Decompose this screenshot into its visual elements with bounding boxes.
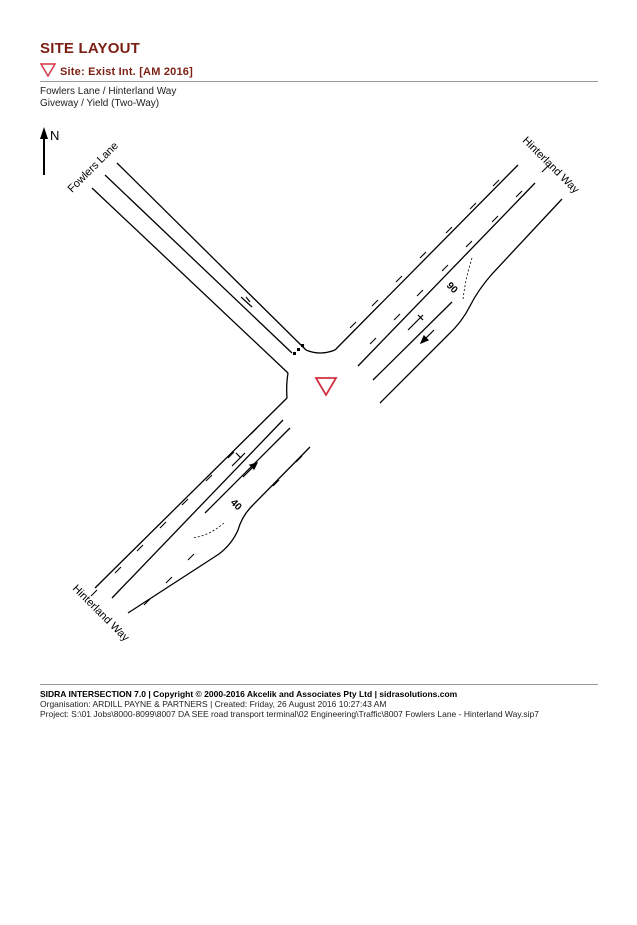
sw-lane-arrow-icon — [231, 452, 246, 467]
intersection-name: Fowlers Lane / Hinterland Way — [40, 86, 177, 97]
ne-short-lane-arrow-icon — [419, 329, 435, 345]
hinterland-way-ne-label: Hinterland Way — [520, 135, 582, 197]
ne-short-lane-taper — [462, 257, 473, 301]
site-header: Site: Exist Int. [AM 2016] — [40, 63, 598, 82]
page-title: SITE LAYOUT — [40, 40, 140, 57]
footer-project-path: Project: S:\01 Jobs\8000-8099\8007 DA SE… — [40, 709, 539, 719]
fowlers-lane-holding-line — [293, 344, 304, 355]
hinterland-way-sw-label: Hinterland Way — [70, 583, 132, 645]
site-label: Site: Exist Int. [AM 2016] — [60, 66, 193, 78]
fowlers-lane-arrow-icon — [240, 296, 253, 308]
footer-copyright: SIDRA INTERSECTION 7.0 | Copyright © 200… — [40, 689, 458, 699]
fowlers-lane-label: Fowlers Lane — [66, 140, 121, 195]
fowlers-lane-road — [91, 162, 336, 399]
hinterland-way-sw-dashes — [90, 427, 303, 606]
hinterland-way-sw-road — [94, 397, 311, 614]
hinterland-way-ne-dashes — [349, 165, 549, 345]
giveway-icon — [40, 63, 56, 77]
control-type: Giveway / Yield (Two-Way) — [40, 98, 160, 109]
north-arrow-icon: N — [40, 127, 59, 175]
north-label: N — [50, 128, 59, 143]
hinterland-way-ne-road — [334, 164, 563, 404]
ne-short-lane-length: 90 — [444, 280, 460, 296]
footer-organisation: Organisation: ARDILL PAYNE & PARTNERS | … — [40, 699, 387, 709]
sw-short-lane-taper — [191, 522, 225, 539]
sw-short-lane-length: 40 — [228, 497, 244, 513]
giveway-sign-icon — [314, 377, 338, 397]
ne-lane-arrow-icon — [407, 314, 424, 331]
footer: SIDRA INTERSECTION 7.0 | Copyright © 200… — [40, 684, 598, 719]
sw-short-lane-arrow-icon — [242, 462, 259, 478]
